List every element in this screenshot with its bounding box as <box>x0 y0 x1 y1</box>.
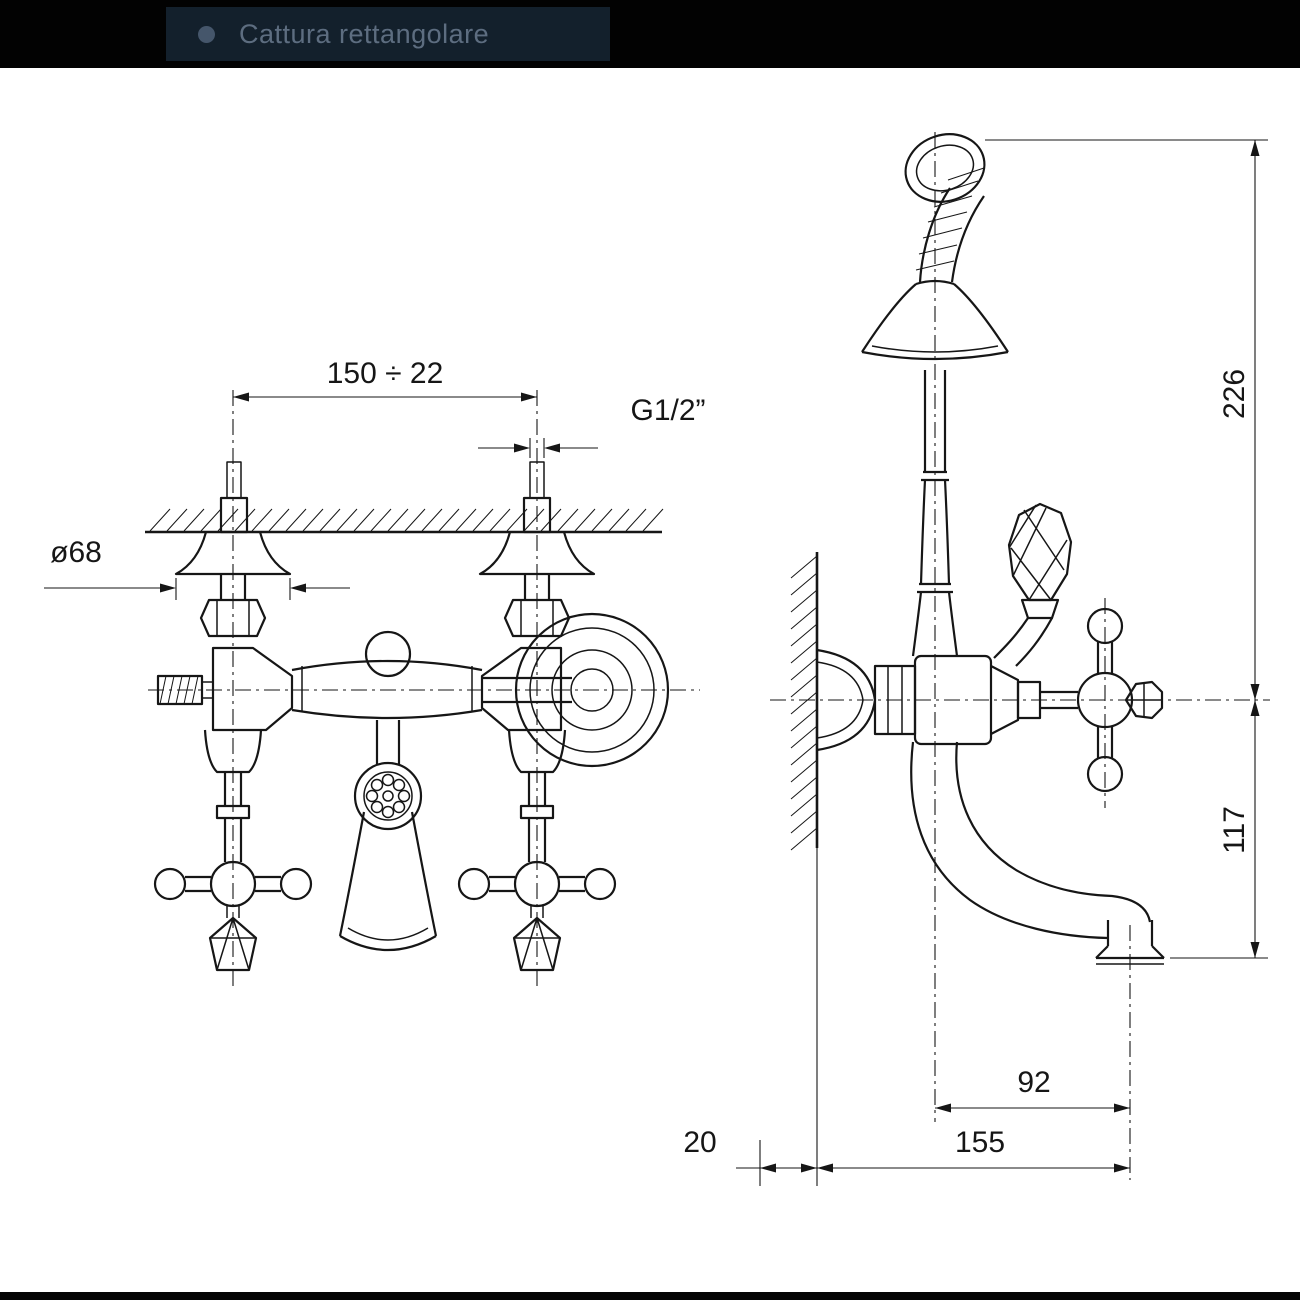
dim-226-label: 226 <box>1218 369 1251 419</box>
dimension-spacing: 150 ÷ 22 <box>233 357 537 402</box>
window-bottom-edge <box>0 1292 1300 1300</box>
inlet-stubs-front <box>219 461 552 534</box>
dimension-spout-reach: 92 <box>935 1066 1130 1113</box>
handshower-hose <box>915 167 985 283</box>
dimension-wall-offset: 20 <box>683 1126 817 1186</box>
hex-nuts-front <box>199 598 571 638</box>
mixer-body-front <box>291 630 572 720</box>
capture-mode-chip[interactable]: Cattura rettangolare <box>166 7 610 61</box>
dim-92-label: 92 <box>1017 1066 1050 1099</box>
crystal-lever-side <box>993 502 1073 667</box>
capture-mode-label: Cattura rettangolare <box>239 18 490 49</box>
dim-20-label: 20 <box>683 1126 716 1159</box>
wall-section-side <box>790 552 819 1186</box>
capture-mode-icon <box>198 25 215 43</box>
dimension-diameter: ø68 <box>44 536 350 600</box>
dim-spacing-label: 150 ÷ 22 <box>327 357 444 390</box>
side-view: 226 117 92 155 <box>683 132 1270 1186</box>
dim-thread-label: G1/2” <box>630 394 705 427</box>
wall-section-front <box>145 508 664 534</box>
dim-155-label: 155 <box>955 1126 1005 1159</box>
spout-side <box>910 741 1165 965</box>
eccentric-unions-front <box>211 646 563 732</box>
dim-diameter-label: ø68 <box>50 536 102 569</box>
dimension-thread: G1/2” <box>478 394 706 458</box>
capture-toolbar: Cattura rettangolare <box>0 0 1300 68</box>
handshower-head <box>904 133 986 203</box>
handshower-holder-bell <box>861 279 1009 361</box>
front-view: 150 ÷ 22 G1/2” ø68 <box>44 357 706 988</box>
dimension-height-upper: 226 <box>985 139 1268 700</box>
diverter-bell-front <box>338 720 438 951</box>
escutcheons-front <box>174 531 596 600</box>
centerlines-side <box>770 132 1270 1180</box>
cross-handle-side <box>1076 598 1164 808</box>
dim-117-label: 117 <box>1218 806 1251 854</box>
centerlines-front <box>148 390 700 988</box>
dimension-height-lower: 117 <box>1170 700 1268 959</box>
dimension-total-reach: 155 <box>817 1126 1130 1173</box>
